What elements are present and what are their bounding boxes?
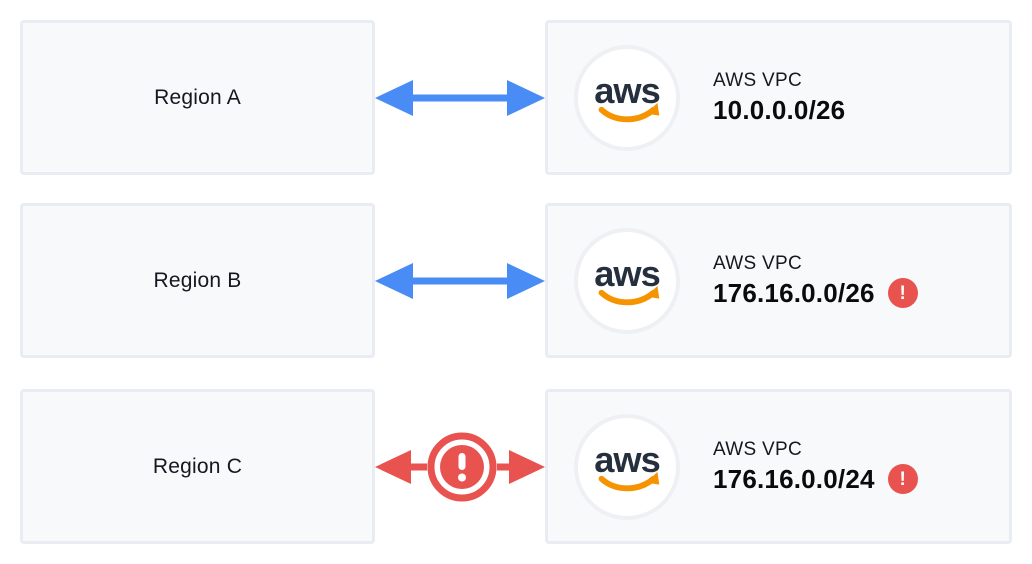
- warning-icon: !: [887, 278, 918, 308]
- vpc-text-block: AWS VPC 176.16.0.0/26 !: [713, 253, 918, 309]
- aws-logo-icon: aws: [574, 44, 680, 151]
- vpc-cidr: 10.0.0.0/26: [713, 94, 846, 125]
- bidirectional-arrow-icon: [375, 79, 545, 116]
- aws-logo: aws: [594, 69, 661, 122]
- aws-logo-icon: aws: [574, 413, 680, 520]
- connection-conflict: [375, 427, 545, 507]
- diagram-row-region-b: Region B aws AWS VPC 176.16.0.0/26: [0, 203, 1032, 358]
- aws-logo-text: aws: [594, 69, 660, 110]
- connection-ok: [375, 58, 545, 138]
- aws-logo-icon: aws: [574, 227, 680, 334]
- region-box: Region A: [20, 20, 375, 175]
- vpc-text-block: AWS VPC 10.0.0.0/26: [713, 70, 845, 126]
- diagram-row-region-a: Region A aws AWS VPC 10.0.0.0/26: [0, 20, 1032, 175]
- conflict-arrow-icon: [375, 431, 545, 502]
- vpc-card: aws AWS VPC 10.0.0.0/26: [545, 20, 1012, 175]
- vpc-text-block: AWS VPC 176.16.0.0/24 !: [713, 439, 918, 495]
- aws-logo: aws: [594, 252, 661, 305]
- vpc-type-label: AWS VPC: [713, 69, 803, 91]
- vpc-cidr: 176.16.0.0/26: [713, 277, 875, 308]
- vpc-type-label: AWS VPC: [713, 252, 803, 274]
- region-label: Region C: [152, 454, 243, 478]
- vpc-card: aws AWS VPC 176.16.0.0/26 !: [545, 203, 1012, 358]
- aws-logo-text: aws: [594, 438, 660, 479]
- vpc-card: aws AWS VPC 176.16.0.0/24 !: [545, 389, 1012, 544]
- region-box: Region C: [20, 389, 375, 544]
- aws-logo: aws: [594, 438, 661, 491]
- bidirectional-arrow-icon: [375, 262, 545, 299]
- connection-ok: [375, 241, 545, 321]
- aws-logo-text: aws: [594, 252, 660, 293]
- region-label: Region B: [153, 268, 242, 292]
- warning-icon: !: [887, 464, 918, 494]
- region-label: Region A: [154, 85, 241, 109]
- region-box: Region B: [20, 203, 375, 358]
- diagram-row-region-c: Region C aws: [0, 389, 1032, 544]
- vpc-type-label: AWS VPC: [713, 438, 803, 460]
- vpc-cidr: 176.16.0.0/24: [713, 463, 875, 494]
